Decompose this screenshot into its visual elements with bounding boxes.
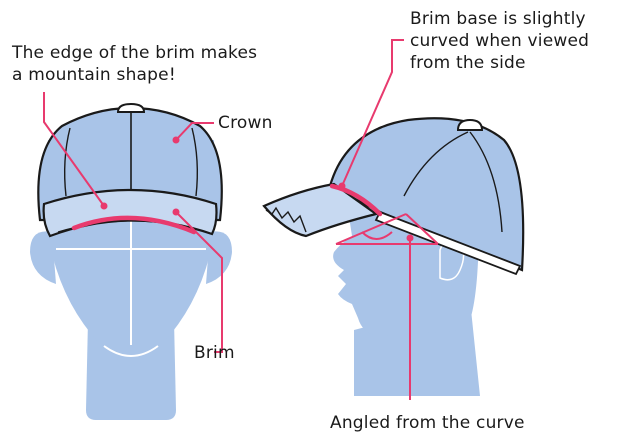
front-view — [30, 104, 232, 420]
front-ear-left — [30, 231, 56, 284]
side-cap-button — [458, 120, 482, 130]
label-crown: Crown — [218, 112, 273, 134]
label-angled-from-curve: Angled from the curve — [330, 412, 525, 434]
leader-brim-dot — [173, 209, 180, 216]
leader-angled-dot — [407, 235, 414, 242]
leader-crown-dot — [173, 137, 180, 144]
label-brim: Brim — [194, 342, 235, 364]
leader-mountain-dot — [101, 203, 108, 210]
front-cap-button — [118, 104, 144, 112]
side-view — [264, 118, 523, 396]
label-brim-base-curved: Brim base is slightly curved when viewed… — [410, 8, 589, 74]
leader-curved-dot — [339, 183, 346, 190]
label-brim-mountain-shape: The edge of the brim makes a mountain sh… — [12, 42, 257, 86]
front-ear-right — [206, 231, 232, 284]
